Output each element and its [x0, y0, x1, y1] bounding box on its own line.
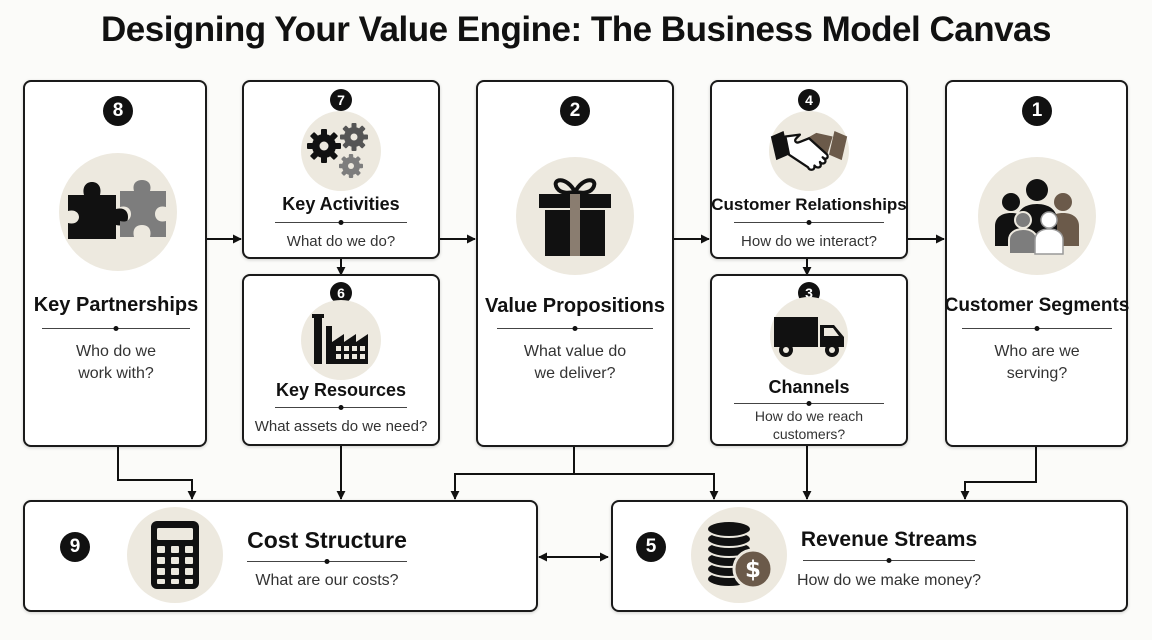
divider [962, 328, 1112, 329]
icon-disc [770, 297, 848, 375]
block-customer-segments: 1 Customer Segments Who are we serving? [944, 80, 1130, 447]
block-label: Value Propositions [484, 295, 666, 317]
block-label: Key Resources [275, 380, 407, 400]
block-channels: 3 Channels How do we reach customers? [710, 274, 908, 446]
gift-icon [539, 178, 611, 256]
divider [734, 222, 884, 223]
block-question: How do we reach customers? [754, 408, 864, 442]
icon-disc [301, 300, 381, 380]
icon-disc [59, 153, 177, 271]
number-badge: 5 [636, 532, 666, 562]
divider [734, 403, 884, 404]
page-title: Designing Your Value Engine: The Busines… [101, 10, 1051, 49]
number-badge: 9 [60, 532, 90, 562]
divider [42, 328, 190, 329]
icon-disc [769, 111, 849, 191]
coins-dollar-icon: $ [706, 520, 774, 590]
icon-disc: $ [691, 507, 787, 603]
block-value-propositions: 2 Value Propositions What value do we de… [476, 80, 674, 447]
number-badge: 6 [330, 282, 352, 304]
icon-disc [301, 111, 381, 191]
block-question: What assets do we need? [254, 418, 428, 435]
number-badge: 8 [103, 96, 133, 126]
block-question: Who do we work with? [75, 343, 157, 382]
block-label: Customer Relationships [711, 195, 907, 214]
block-label: Customer Segments [944, 295, 1130, 316]
factory-icon [312, 314, 368, 364]
block-question: What are our costs? [255, 572, 399, 589]
block-label: Key Activities [282, 194, 400, 214]
svg-text:$: $ [745, 557, 761, 583]
icon-disc [127, 507, 223, 603]
number-badge: 4 [798, 89, 820, 111]
number-badge: 1 [1022, 96, 1052, 126]
icon-disc [516, 157, 634, 275]
icon-disc [978, 157, 1096, 275]
people-icon [995, 179, 1079, 255]
block-label: Revenue Streams [800, 528, 978, 551]
block-key-partnerships: 8 Key Partnerships Who do we work with? [23, 80, 207, 447]
block-label: Channels [768, 377, 850, 397]
block-key-resources: 6 Key Resources What assets do we need? [242, 274, 440, 446]
handshake-icon [770, 131, 848, 171]
block-question: How do we make money? [796, 572, 982, 589]
block-question: How do we interact? [741, 233, 877, 250]
block-question: Who are we serving? [994, 343, 1080, 382]
block-label: Cost Structure [247, 527, 407, 553]
divider [247, 561, 407, 562]
block-key-activities: 7 [242, 80, 440, 259]
calculator-icon [151, 521, 199, 589]
gears-icon [307, 123, 368, 178]
divider [275, 222, 407, 223]
block-customer-relationships: 4 Customer Relationships How do we inter… [710, 80, 908, 259]
block-question: What do we do? [286, 233, 396, 250]
divider [803, 560, 975, 561]
number-badge: 7 [330, 89, 352, 111]
divider [497, 328, 653, 329]
block-revenue-streams: 5 $ Revenue Streams How do we make money… [611, 500, 1128, 612]
truck-icon [774, 317, 844, 357]
divider [275, 407, 407, 408]
block-question: What value do we deliver? [523, 343, 627, 382]
block-label: Key Partnerships [33, 294, 199, 316]
number-badge: 2 [560, 96, 590, 126]
block-cost-structure: 9 Cost Structure What are our costs? [23, 500, 538, 612]
puzzle-icon [68, 180, 166, 239]
